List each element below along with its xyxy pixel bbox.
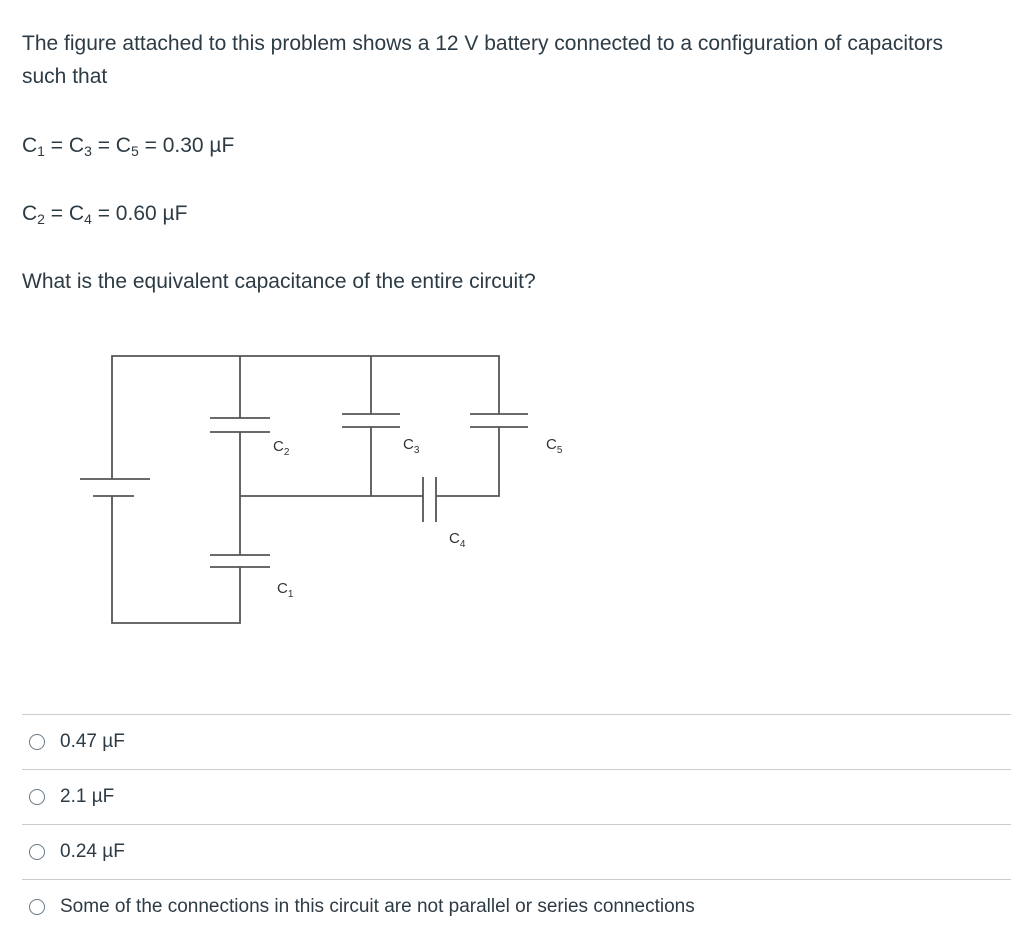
bottom-wire <box>111 496 241 624</box>
radio-button[interactable] <box>29 899 45 915</box>
radio-button[interactable] <box>29 844 45 860</box>
answer-list: 0.47 µF 2.1 µF 0.24 µF Some of the conne… <box>22 714 1011 934</box>
c5-label: C5 <box>546 436 563 456</box>
c4-c5-wire <box>436 427 500 497</box>
equation-c1-c3-c5: C1 = C3 = C5 = 0.30 µF <box>22 134 235 159</box>
c4-label: C4 <box>449 530 466 550</box>
circuit-diagram: V C2 C3 C5 C4 C1 <box>60 355 563 624</box>
answer-option-3[interactable]: 0.24 µF <box>22 824 1011 879</box>
equation-c2-c4: C2 = C4 = 0.60 µF <box>22 202 188 227</box>
top-wire <box>111 355 500 479</box>
c3-c4-wire <box>370 427 423 497</box>
question-intro: The figure attached to this problem show… <box>22 32 944 88</box>
answer-option-4[interactable]: Some of the connections in this circuit … <box>22 879 1011 934</box>
answer-label: 0.47 µF <box>60 731 125 752</box>
answer-label: 2.1 µF <box>60 786 115 807</box>
answer-option-1[interactable]: 0.47 µF <box>22 714 1011 769</box>
c1-label: C1 <box>277 580 294 600</box>
radio-button[interactable] <box>29 734 45 750</box>
c3-label: C3 <box>403 436 420 456</box>
answer-label: 0.24 µF <box>60 841 125 862</box>
answer-label: Some of the connections in this circuit … <box>60 896 695 917</box>
question-prompt: What is the equivalent capacitance of th… <box>22 270 536 293</box>
answer-option-2[interactable]: 2.1 µF <box>22 769 1011 824</box>
radio-button[interactable] <box>29 789 45 805</box>
c2-label: C2 <box>273 438 290 458</box>
